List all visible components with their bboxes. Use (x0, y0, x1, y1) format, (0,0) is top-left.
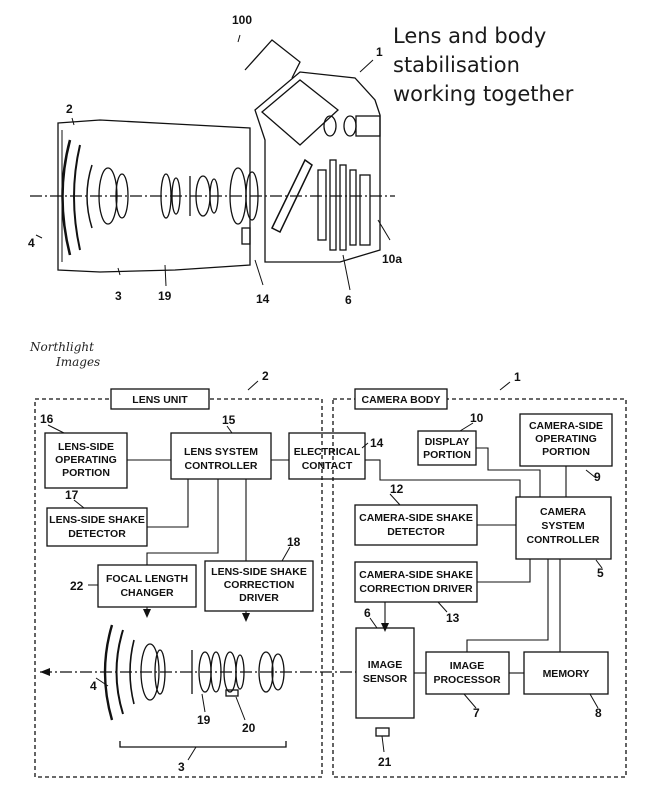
label-14-line-2: CONTACT (302, 460, 353, 472)
ref-10a: 10a (382, 252, 402, 266)
label-15-line-2: CONTROLLER (185, 460, 258, 472)
ref-100: 100 (232, 13, 252, 27)
ref-2: 2 (262, 369, 269, 383)
ref-7: 7 (473, 706, 480, 720)
ref-13: 13 (446, 611, 460, 625)
label-7-line-2: PROCESSOR (433, 674, 501, 686)
ref-9: 9 (594, 470, 601, 484)
label-6-line-2: SENSOR (363, 673, 408, 685)
label-9-line-2: OPERATING (535, 433, 597, 445)
ref-14: 14 (370, 436, 384, 450)
ref-21: 21 (378, 755, 392, 769)
label-15-line-1: LENS SYSTEM (184, 446, 258, 458)
label-17-line-2: DETECTOR (68, 528, 126, 540)
ref-20: 20 (242, 721, 256, 735)
label-17-line-1: LENS-SIDE SHAKE (49, 514, 145, 526)
ref-4-top: 4 (28, 236, 35, 250)
connections (127, 447, 567, 674)
camera-body-title-box (354, 388, 448, 410)
arrowheads (143, 609, 389, 632)
label-16-line-3: PORTION (62, 467, 110, 479)
ref-16: 16 (40, 412, 54, 426)
watermark-line-1: Northlight (30, 340, 94, 354)
camera-body-title: CAMERA BODY (362, 394, 441, 406)
block-camera-system-controller (515, 496, 612, 560)
lower-lens-elements (103, 624, 390, 748)
ref-17: 17 (65, 488, 79, 502)
label-5-line-2: SYSTEM (541, 520, 584, 532)
label-18-line-2: CORRECTION (224, 579, 295, 591)
ref-1-top: 1 (376, 45, 383, 59)
ref-14-top: 14 (256, 292, 270, 306)
block-image-processor (425, 651, 510, 695)
ref-10: 10 (470, 411, 484, 425)
lens-unit-title: LENS UNIT (132, 394, 188, 406)
ref-22: 22 (70, 579, 84, 593)
caption: Lens and body stabilisation working toge… (393, 22, 663, 109)
label-13-line-2: CORRECTION DRIVER (359, 583, 473, 595)
lens-unit-title-box (110, 388, 210, 410)
label-10-line-1: DISPLAY (425, 436, 470, 448)
ref-3: 3 (178, 760, 185, 774)
ref-3-top: 3 (115, 289, 122, 303)
label-6-line-1: IMAGE (368, 659, 402, 671)
ref-1: 1 (514, 370, 521, 384)
ref-6-top: 6 (345, 293, 352, 307)
ref-12: 12 (390, 482, 404, 496)
caption-line-1: Lens and body stabilisation (393, 24, 547, 77)
label-16-line-2: OPERATING (55, 454, 117, 466)
watermark-line-2: Images (56, 355, 101, 369)
ref-19-top: 19 (158, 289, 172, 303)
ref-8: 8 (595, 706, 602, 720)
ref-15: 15 (222, 413, 236, 427)
camera-cross-section (30, 39, 395, 273)
label-22-line-2: CHANGER (120, 587, 174, 599)
label-8-line-1: MEMORY (543, 668, 590, 680)
label-5-line-1: CAMERA (540, 506, 586, 518)
ref-18: 18 (287, 535, 301, 549)
block-focal-length-changer (97, 564, 197, 608)
ref-5: 5 (597, 566, 604, 580)
label-18-line-1: LENS-SIDE SHAKE (211, 566, 307, 578)
label-16-line-1: LENS-SIDE (58, 441, 114, 453)
ref-6: 6 (364, 606, 371, 620)
label-12-line-2: DETECTOR (387, 526, 445, 538)
ref-2-top: 2 (66, 102, 73, 116)
label-22-line-1: FOCAL LENGTH (106, 573, 188, 585)
block-lens-system-controller (170, 432, 272, 480)
watermark: Northlight Images (30, 340, 100, 370)
label-18-line-3: DRIVER (239, 592, 279, 604)
caption-line-2: working together (393, 82, 574, 106)
label-12-line-1: CAMERA-SIDE SHAKE (359, 512, 473, 524)
block-electrical-contact (288, 432, 366, 480)
ref-4: 4 (90, 679, 97, 693)
label-9-line-1: CAMERA-SIDE (529, 420, 603, 432)
label-13-line-1: CAMERA-SIDE SHAKE (359, 569, 473, 581)
label-14-line-1: ELECTRICAL (294, 446, 361, 458)
block-lens-side-shake-correction-driver (204, 560, 314, 612)
label-9-line-3: PORTION (542, 446, 590, 458)
block-camera-side-shake-detector (354, 504, 478, 546)
label-10-line-2: PORTION (423, 449, 471, 461)
label-5-line-3: CONTROLLER (527, 534, 600, 546)
leader-lines (35, 34, 603, 761)
ref-19: 19 (197, 713, 211, 727)
label-7-line-1: IMAGE (450, 660, 484, 672)
block-camera-side-shake-correction-driver (354, 561, 478, 603)
